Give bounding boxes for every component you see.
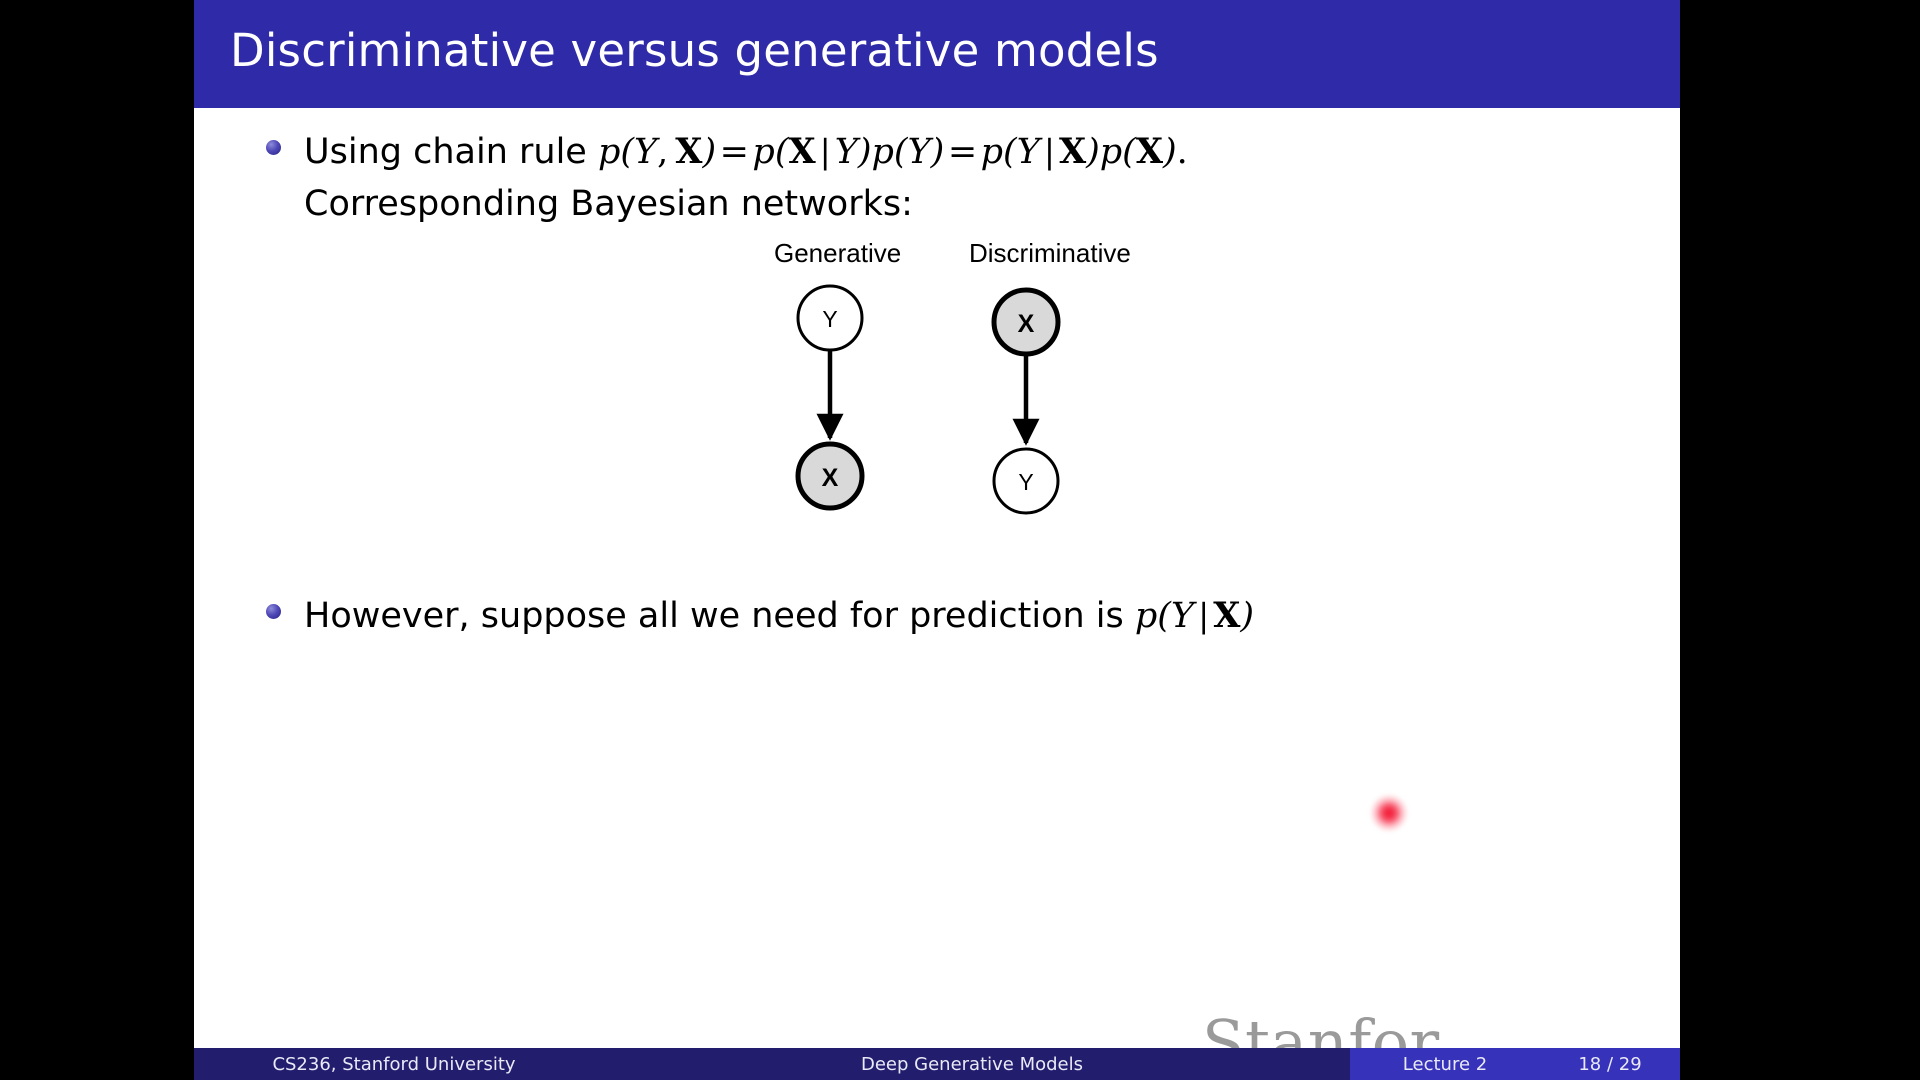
footer-page-number: 18 / 29 [1540,1048,1680,1080]
bullet-dot-icon [266,604,281,619]
bullet-1-prefix: Using chain rule [304,132,598,172]
node-generative-bottom-x [795,441,865,511]
bullet-item-prediction: However, suppose all we need for predict… [266,590,1566,646]
diagram-label-generative: Generative [774,238,902,268]
footer-course: Deep Generative Models [594,1048,1350,1080]
bullet-1-line-2: Corresponding Bayesian networks: [304,184,913,224]
page-title: Discriminative versus generative models [230,24,1159,77]
diagram-graph-svg: Y X X Y [795,284,1061,515]
slide-body: Using chain rule p(Y, X) = p(X|Y)p(Y) = … [194,108,1680,1079]
bullet-2-text: However, suppose all we need for predict… [304,590,1254,642]
laser-pointer-dot [1371,795,1407,831]
bullet-1-line-1: Using chain rule p(Y, X) = p(X|Y)p(Y) = … [304,126,1188,178]
node-discriminative-bottom-label: Y [1018,469,1033,495]
diagram-label-discriminative: Discriminative [969,238,1131,268]
slide-footer: CS236, Stanford University Deep Generati… [194,1048,1680,1080]
footer-institution: CS236, Stanford University [194,1048,594,1080]
node-discriminative-top-label: X [1018,310,1035,338]
bullet-item-chain-rule: Using chain rule p(Y, X) = p(X|Y)p(Y) = … [266,126,1566,236]
slide-title-bar: Discriminative versus generative models [194,0,1680,108]
equation-posterior: p(Y|X) [1134,595,1255,636]
equation-chain-rule: p(Y, X) = p(X|Y)p(Y) = p(Y|X)p(X). [597,131,1188,172]
node-discriminative-top-x [991,287,1061,357]
node-generative-bottom-label: X [822,464,839,492]
presentation-slide: Discriminative versus generative models … [194,0,1680,1080]
bullet-dot-icon [266,140,281,155]
bayesian-network-diagram: Generative Discriminative Y X [754,238,1174,608]
node-generative-top-y [796,284,864,352]
footer-lecture: Lecture 2 [1350,1048,1540,1080]
node-generative-top-label: Y [822,306,837,332]
bullet-2-prefix: However, suppose all we need for predict… [304,596,1135,636]
node-discriminative-bottom-y [992,447,1060,515]
